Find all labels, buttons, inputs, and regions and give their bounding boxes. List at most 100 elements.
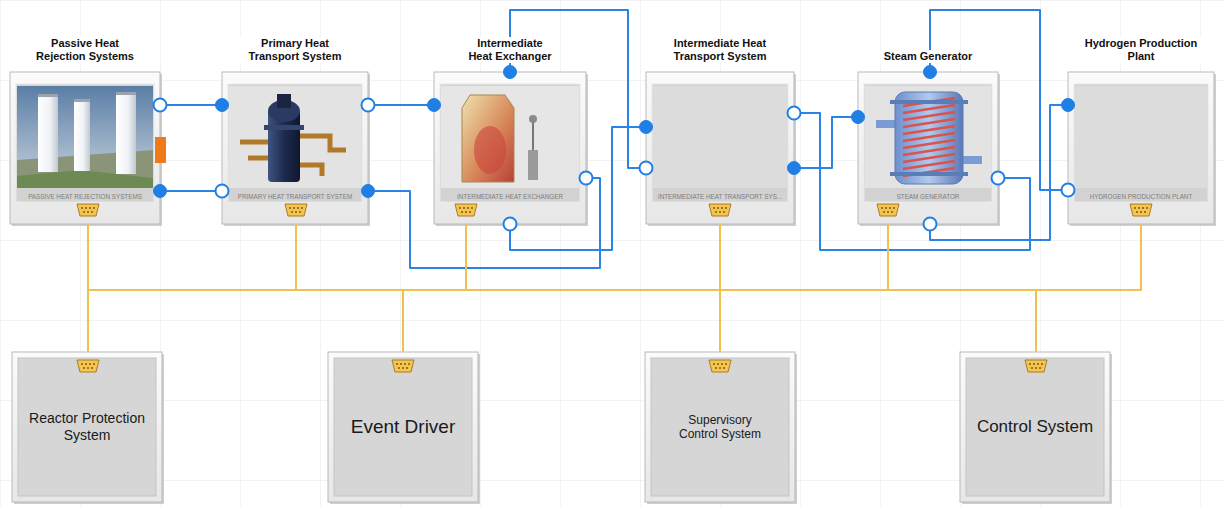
image-panel	[1074, 84, 1208, 202]
coolant-pipe	[930, 105, 1068, 240]
sky	[17, 86, 153, 188]
signal-bus	[720, 224, 1036, 352]
coolant-pipe	[510, 10, 646, 168]
box-frame	[960, 352, 1112, 504]
image-panel	[652, 84, 788, 202]
signal-bus	[88, 224, 466, 352]
component-box: Primary Heat Transport SystemPRIMARY HEA…	[222, 72, 368, 224]
signal-bus	[403, 224, 720, 352]
signal-bus	[88, 224, 1036, 352]
box-border	[12, 352, 162, 502]
box-border	[858, 72, 998, 224]
port	[216, 99, 229, 112]
signal-bus	[720, 224, 888, 352]
connector-icon	[77, 204, 99, 216]
component-box: Hydrogen Production PlantHYDROGEN PRODUC…	[1068, 72, 1214, 224]
component-caption: INTERMEDIATE HEAT EXCHANGER	[440, 192, 580, 201]
picture-ground	[865, 86, 991, 188]
component-heading: Intermediate Heat Exchanger	[466, 37, 554, 63]
port	[362, 185, 375, 198]
port	[924, 66, 937, 79]
primary-pump-picture	[229, 86, 361, 188]
rod-head	[529, 115, 537, 123]
box-shadow	[330, 354, 480, 504]
component-box: Passive Heat Rejection SystemsPASSIVE HE…	[10, 72, 160, 224]
component-heading: Hydrogen Production Plant	[1079, 37, 1204, 63]
port	[852, 111, 865, 124]
heat-exchanger-picture	[441, 86, 579, 188]
signal-bus	[88, 224, 720, 352]
coolant-pipe	[794, 113, 1030, 250]
flange	[264, 125, 304, 130]
box-frames	[10, 72, 1216, 504]
image-panel	[228, 84, 362, 202]
control-box: Supervisory Control System	[645, 352, 795, 502]
image-panel	[864, 84, 992, 202]
box-frame	[434, 72, 588, 226]
signal-bus	[88, 224, 888, 352]
port	[362, 99, 375, 112]
box-frame	[645, 352, 797, 504]
signal-bus	[888, 224, 1036, 352]
tower-cap	[38, 94, 58, 97]
steam-generator-picture	[865, 86, 991, 188]
pump-motor	[277, 94, 291, 108]
control-label: Reactor Protection System	[25, 410, 150, 444]
box-frame	[1068, 72, 1216, 226]
coolant-pipe	[160, 104, 222, 106]
port	[992, 172, 1005, 185]
signal-bus	[403, 224, 466, 352]
flange	[890, 100, 968, 104]
tower	[38, 94, 58, 172]
box-shadow	[14, 354, 164, 504]
port	[788, 162, 801, 175]
device	[528, 150, 538, 180]
coolant-pipe	[794, 117, 858, 168]
box-shadow	[647, 354, 797, 504]
signal-bus	[403, 224, 888, 352]
control-panel	[18, 358, 156, 496]
component-heading: Steam Generator	[868, 50, 988, 63]
component-heading: Intermediate Heat Transport System	[660, 37, 780, 63]
cooling-towers-picture	[17, 86, 153, 188]
tower-cap	[116, 92, 136, 95]
picture-ground	[229, 86, 361, 188]
component-heading: Passive Heat Rejection Systems	[28, 37, 143, 63]
box-frame	[222, 72, 370, 226]
component-caption: PASSIVE HEAT REJECTION SYSTEMS	[16, 192, 154, 201]
box-shadow	[962, 354, 1112, 504]
control-panel	[651, 358, 789, 496]
box-border	[328, 352, 478, 502]
box-border	[960, 352, 1110, 502]
tower	[74, 99, 90, 171]
port	[788, 107, 801, 120]
port	[640, 162, 653, 175]
connector-icon	[709, 360, 731, 372]
control-panel	[966, 358, 1104, 496]
control-label: Supervisory Control System	[670, 413, 770, 442]
port	[216, 185, 229, 198]
box-border	[645, 352, 795, 502]
image-area	[1075, 86, 1207, 188]
port	[640, 121, 653, 134]
signal-bus	[466, 224, 720, 352]
image-area	[17, 86, 153, 188]
control-box: Event Driver	[328, 352, 478, 502]
connector-icon	[709, 204, 731, 216]
signal-bus	[296, 224, 1036, 352]
port	[428, 99, 441, 112]
port	[504, 218, 517, 231]
hot-zone	[474, 126, 506, 174]
control-label: Event Driver	[351, 416, 456, 439]
orange-tab	[155, 137, 166, 163]
box-frame	[858, 72, 1000, 226]
vessel	[462, 95, 514, 182]
tube-coil	[903, 98, 955, 176]
signal-bus	[1036, 224, 1141, 352]
picture-ground	[441, 86, 579, 188]
image-panel	[440, 84, 580, 202]
coolant-pipe	[510, 127, 646, 250]
signal-bus	[88, 224, 1141, 352]
control-panel	[334, 358, 472, 496]
